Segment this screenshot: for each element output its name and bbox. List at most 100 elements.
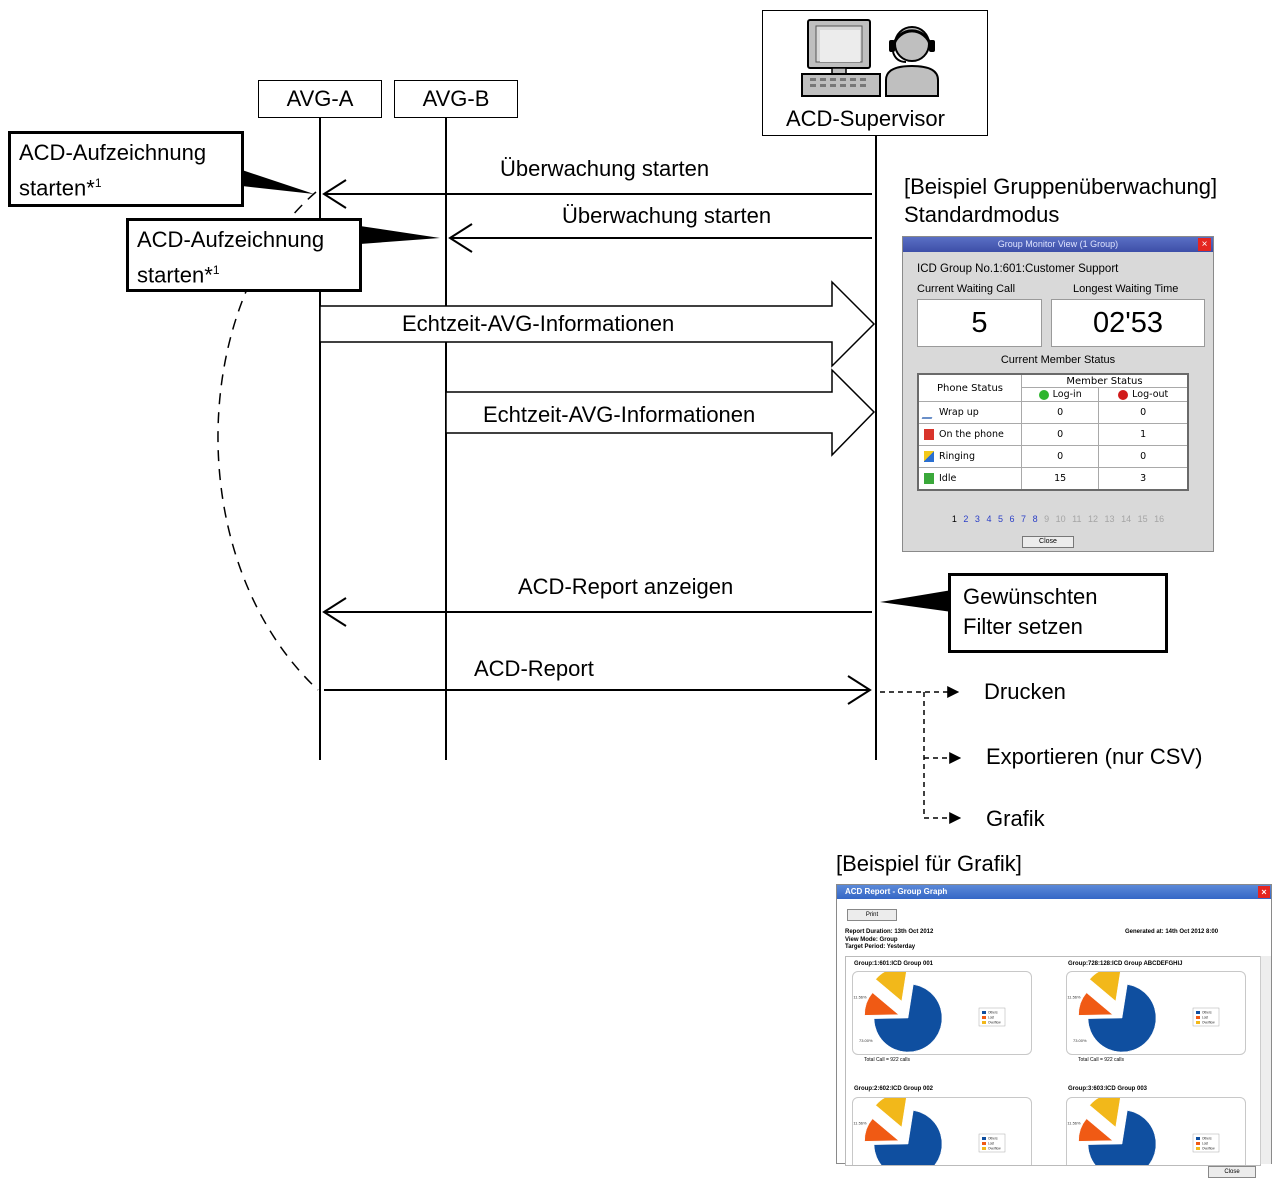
row-login-value: 0 [1020, 445, 1100, 468]
page-link[interactable]: 6 [1009, 514, 1015, 524]
pie-slice-lost [864, 1118, 900, 1142]
legend-label: Lost [988, 1016, 994, 1020]
pie-slice-label: 11.56% [853, 995, 867, 1000]
member-status-table: Phone Status Member Status Log-in Log-ou… [917, 373, 1189, 491]
callout-start-recording-b-line1: ACD-Aufzeichnung [137, 227, 325, 252]
legend-swatch [982, 1016, 986, 1019]
row-logout-value: 3 [1098, 467, 1189, 491]
footnote-mark: 1 [212, 263, 220, 277]
callout-pointer-2 [360, 226, 440, 244]
total-calls: Total Call = 922 calls [864, 1057, 910, 1063]
caption-graph-example: [Beispiel für Grafik] [836, 851, 1022, 876]
pie-slice-lost [1078, 992, 1114, 1016]
pie-slice-others [1087, 984, 1157, 1053]
pie-slice-label: 11.56% [853, 1121, 867, 1126]
page-link[interactable]: 4 [986, 514, 992, 524]
page-link[interactable]: 2 [963, 514, 969, 524]
page-link[interactable]: 5 [997, 514, 1003, 524]
target-period: Target Period: Yesterday [845, 944, 916, 950]
legend-label: Overflow [1202, 1021, 1215, 1025]
pie-slice-others [1087, 1110, 1157, 1165]
row-login-value: 0 [1020, 423, 1100, 446]
group-graph-title: ACD Report - Group Graph [845, 887, 948, 896]
vertical-scrollbar[interactable] [1260, 956, 1271, 1164]
col-logout: Log-out [1098, 387, 1189, 402]
callout-start-recording-a-line2: starten*1 [19, 168, 233, 203]
group-graph-window: ACD Report - Group Graph × Print Report … [836, 884, 1272, 1166]
pie-slice-others [873, 984, 943, 1053]
callout-set-filter-line1: Gewünschten [963, 584, 1098, 609]
page-link: 16 [1154, 514, 1165, 524]
supervisor-icon [801, 19, 939, 97]
output-print: Drucken [984, 679, 1066, 704]
col-login-label: Log-in [1052, 389, 1082, 400]
footnote-mark: 1 [94, 176, 102, 190]
close-icon[interactable]: × [1258, 886, 1270, 898]
legend-label: Others [988, 1137, 998, 1141]
page-link[interactable]: 1 [951, 514, 957, 524]
block-arrow-realtime-a [319, 280, 876, 368]
close-icon[interactable]: × [1198, 238, 1211, 251]
col-member-status: Member Status [1021, 373, 1189, 388]
page-link[interactable]: 3 [974, 514, 980, 524]
msg-start-monitor-a: Überwachung starten [500, 156, 710, 181]
pie-slice-others [873, 1110, 943, 1165]
total-calls: Total Call = 922 calls [1078, 1057, 1124, 1063]
waiting-call-value: 5 [917, 299, 1042, 347]
legend-label: Others [988, 1011, 998, 1015]
callout-set-filter: Gewünschten Filter setzen [948, 573, 1168, 653]
legend-label: Others [1202, 1137, 1212, 1141]
group-graph-titlebar: ACD Report - Group Graph × [837, 885, 1271, 899]
login-dot-icon [1038, 389, 1049, 400]
graph-group-title: Group:2:602:ICD Group 002 [854, 1086, 934, 1092]
msg-show-report: ACD-Report anzeigen [518, 574, 734, 599]
page-link: 9 [1044, 514, 1050, 524]
group-monitor-title: Group Monitor View (1 Group) [997, 239, 1119, 249]
legend-swatch [1196, 1137, 1200, 1140]
output-export: Exportieren (nur CSV) [986, 744, 1203, 769]
longest-wait-label: Longest Waiting Time [1073, 283, 1179, 295]
table-subheader-row: Log-in Log-out [918, 387, 1189, 402]
row-status-label: Ringing [939, 451, 975, 462]
legend-swatch [1196, 1016, 1200, 1019]
graph-group-title: Group:728:128:ICD Group ABCDEFGHIJ [1068, 961, 1183, 967]
group-monitor-window: Group Monitor View (1 Group) × ICD Group… [902, 236, 1214, 552]
table-row: Wrap up 0 0 [917, 401, 1189, 424]
recording-scope-curve [217, 191, 319, 691]
legend-swatch [982, 1021, 986, 1024]
row-login-value: 15 [1020, 467, 1100, 491]
wrap-up-icon [921, 406, 937, 419]
actor-supervisor [762, 10, 988, 136]
actor-avg-b-label: AVG-B [422, 86, 490, 111]
page-link[interactable]: 7 [1021, 514, 1027, 524]
pie-slice-overflow [1089, 1092, 1122, 1128]
callout-start-recording-a-line1: ACD-Aufzeichnung [19, 140, 207, 165]
pie-slice-overflow [875, 966, 908, 1002]
legend-swatch [982, 1147, 986, 1150]
legend-swatch [1196, 1142, 1200, 1145]
group-name: ICD Group No.1:601:Customer Support [917, 263, 1119, 275]
arrowhead-report [847, 675, 872, 705]
msg-realtime-a: Echtzeit-AVG-Informationen [402, 311, 675, 336]
print-button[interactable]: Print [847, 909, 897, 921]
legend-label: Others [1202, 1011, 1212, 1015]
page-link: 15 [1137, 514, 1148, 524]
pie-slice-label: 73.00% [859, 1038, 873, 1043]
close-button[interactable]: Close [1022, 536, 1074, 548]
pie-slice-lost [1078, 1118, 1114, 1142]
graph-panel: Group:1:601:ICD Group 001 73.00%11.56%16… [845, 956, 1261, 1166]
legend-swatch [1196, 1147, 1200, 1150]
page-link[interactable]: 8 [1032, 514, 1038, 524]
callout-pointer-1 [242, 170, 314, 194]
page-selector: 1 2 3 4 5 6 7 8 9 10 11 12 13 14 15 16 [903, 514, 1213, 524]
table-row: Ringing 0 0 [917, 445, 1189, 468]
row-on-the-phone: On the phone [917, 423, 1022, 446]
graph-close-button[interactable]: Close [1208, 1166, 1256, 1178]
